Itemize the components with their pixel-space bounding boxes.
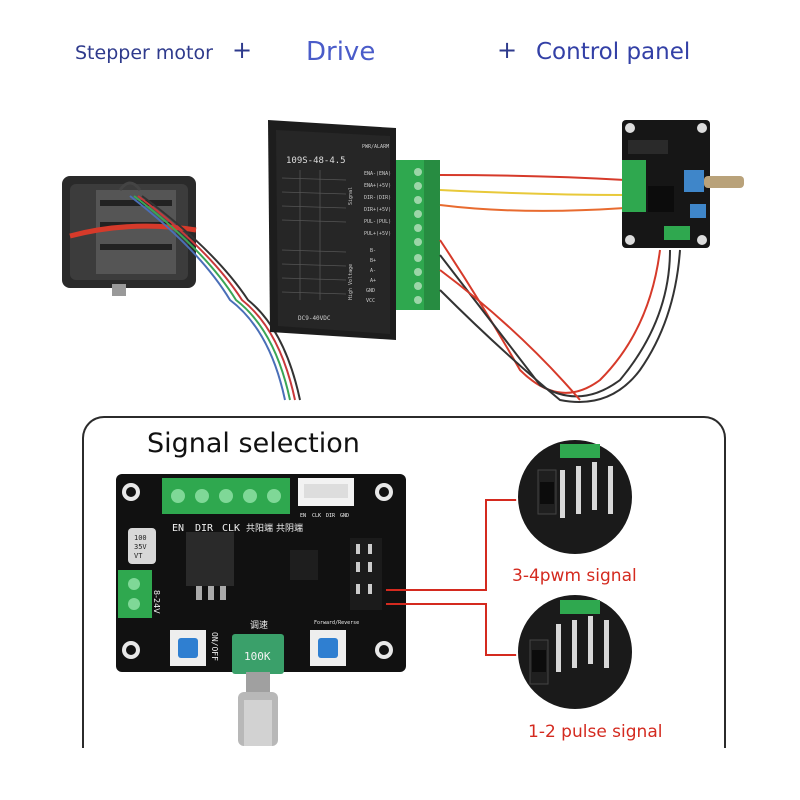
drive-label: Drive: [306, 37, 376, 67]
on-off-text: ON/OFF: [210, 632, 219, 661]
pul-minus-text: PUL-(PUL): [364, 219, 391, 225]
board-common-anode-text: 共阳端: [246, 522, 273, 534]
speed-text: 调速: [250, 620, 268, 631]
plus-sign: +: [497, 36, 518, 64]
a-minus-text: A-: [370, 268, 376, 274]
control-board-detail-image: [116, 474, 406, 746]
ena-minus-text: ENA-(ENA): [364, 171, 391, 177]
capacitor-value-text: 100: [134, 534, 147, 542]
board-common-cathode-text: 共阴端: [276, 522, 303, 534]
driver-image: [268, 120, 440, 340]
conn-gnd-text: GND: [340, 513, 349, 519]
stepper-motor-label: Stepper motor: [75, 42, 213, 64]
signal-text: Signal: [348, 187, 354, 205]
stepper-motor-image: [62, 176, 301, 401]
signal-selection-title: Signal selection: [147, 428, 360, 459]
conn-clk-text: CLK: [312, 513, 321, 519]
board-en-text: EN: [172, 523, 184, 534]
conn-dir-text: DIR: [326, 513, 336, 519]
pulse-signal-label: 1-2 pulse signal: [528, 722, 663, 742]
gnd-text: GND: [366, 288, 375, 294]
conn-en-text: EN: [300, 513, 306, 519]
driver-model-text: 109S-48-4.5: [286, 156, 346, 166]
board-clk-text: CLK: [222, 523, 240, 534]
capacitor-mark-text: VT: [134, 552, 143, 560]
signal-selection-panel: [82, 416, 726, 748]
forward-reverse-text: Forward/Reverse: [314, 620, 359, 626]
control-panel-label: Control panel: [536, 39, 691, 65]
jumper-zoom-pulse: [516, 593, 634, 711]
board-dir-text: DIR: [195, 523, 214, 534]
ena-plus-text: ENA+(+5V): [364, 183, 391, 189]
dc-range-text: DC9-40VDC: [298, 315, 331, 322]
jumper-zoom-pwm: [516, 438, 634, 556]
pul-plus-text: PUL+(+5V): [364, 231, 391, 237]
power-range-text: 8-24V: [152, 590, 161, 614]
dir-plus-text: DIR+(+5V): [364, 207, 391, 213]
control-board-image: [622, 120, 744, 248]
dir-minus-text: DIR-(DIR): [364, 195, 391, 201]
capacitor-voltage-text: 35V: [134, 543, 147, 551]
vcc-text: VCC: [366, 298, 375, 304]
a-plus-text: A+: [370, 278, 376, 284]
pwr-alarm-text: PWR/ALARM: [362, 144, 389, 150]
b-minus-text: B-: [370, 248, 376, 254]
high-voltage-text: High Voltage: [348, 264, 354, 300]
pwm-signal-label: 3-4pwm signal: [512, 566, 637, 586]
plus-sign: +: [232, 36, 253, 64]
pot-value-text: 100K: [244, 650, 271, 663]
b-plus-text: B+: [370, 258, 376, 264]
callout-lines: [386, 499, 520, 656]
signal-wires: [439, 174, 681, 403]
